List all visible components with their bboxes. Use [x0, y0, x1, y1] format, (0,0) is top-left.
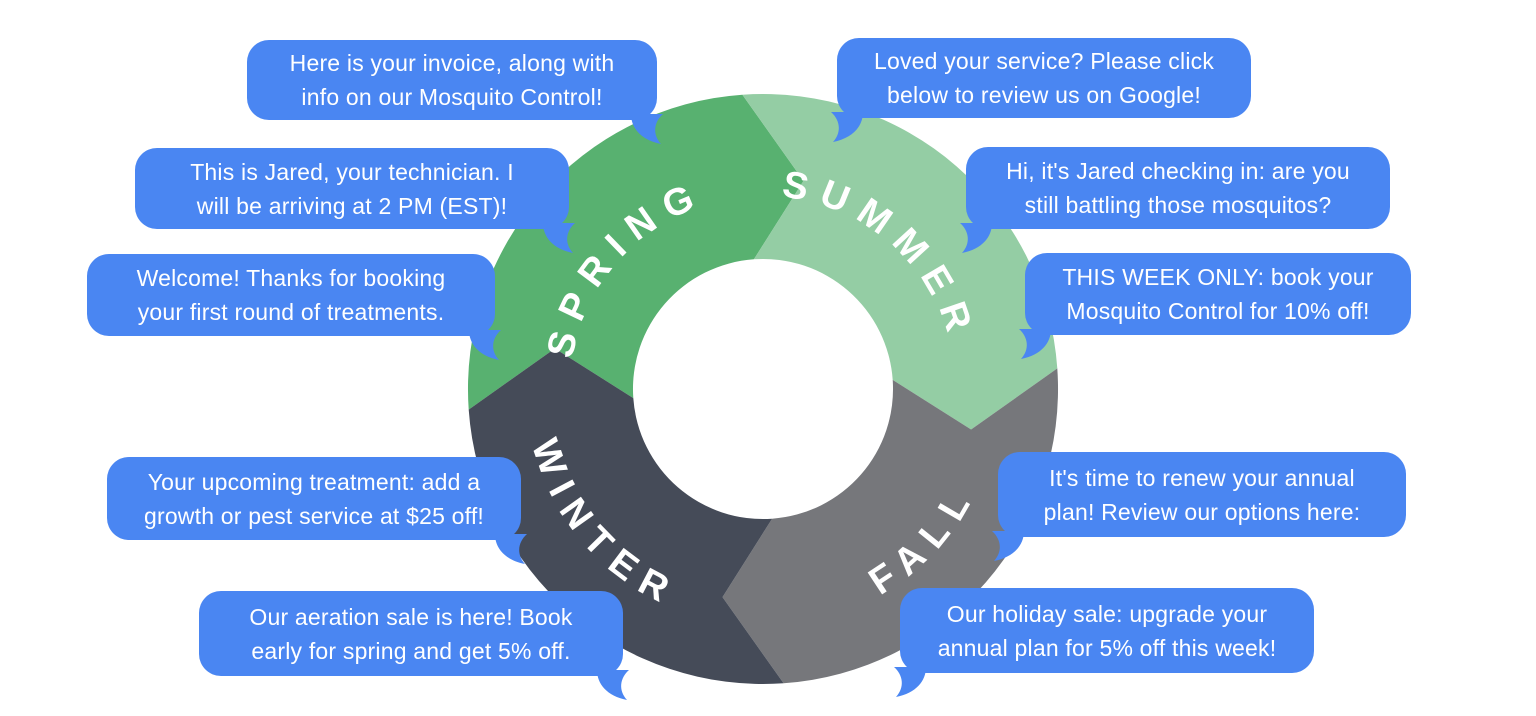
bubble-line: Hi, it's Jared checking in: are you — [1006, 158, 1350, 184]
bubble-line: still battling those mosquitos? — [1024, 192, 1332, 218]
bubble-line: Mosquito Control for 10% off! — [1066, 298, 1370, 324]
bubble-tail — [543, 223, 575, 253]
bubble-checkin: Hi, it's Jared checking in: are you stil… — [960, 147, 1390, 253]
segment-winter-arrow — [468, 348, 784, 685]
bubble-tail — [1019, 329, 1051, 359]
bubble-tail — [495, 534, 527, 564]
bubble-tail — [469, 330, 501, 360]
bubble-tail — [597, 670, 629, 700]
bubble-tail — [992, 531, 1024, 561]
bubble-line: Your upcoming treatment: add a — [147, 468, 481, 495]
bubble-line: info on our Mosquito Control! — [301, 84, 603, 110]
bubble-review-request: Loved your service? Please click below t… — [831, 38, 1251, 142]
bubble-tail — [960, 223, 992, 253]
bubble-technician-arrival: This is Jared, your technician. I will b… — [135, 148, 575, 253]
seasons-cycle-ring: SPRING SUMMER WINTER FALL — [467, 93, 1059, 685]
bubble-line: Our aeration sale is here! Book — [249, 603, 573, 630]
bubble-line: It's time to renew your annual — [1049, 464, 1355, 491]
bubble-line: Here is your invoice, along with — [289, 50, 615, 76]
bubble-line: annual plan for 5% off this week! — [937, 634, 1277, 661]
bubble-annual-renewal: It's time to renew your annual plan! Rev… — [992, 452, 1406, 561]
bubble-line: your first round of treatments. — [137, 299, 445, 325]
bubble-aeration-sale: Our aeration sale is here! Book early fo… — [199, 591, 629, 700]
segment-spring-arrow — [467, 94, 804, 410]
bubble-line: Loved your service? Please click — [873, 48, 1215, 74]
segment-fall-arrow — [722, 368, 1059, 684]
bubble-line: plan! Review our options here: — [1043, 498, 1361, 525]
bubble-line: This is Jared, your technician. I — [190, 158, 514, 185]
bubble-tail — [631, 114, 663, 144]
bubble-line: below to review us on Google! — [887, 82, 1201, 108]
bubble-tail — [894, 667, 926, 697]
bubble-line: Our holiday sale: upgrade your — [946, 600, 1268, 627]
bubble-tail — [831, 112, 863, 142]
bubble-welcome: Welcome! Thanks for booking your first r… — [87, 254, 501, 360]
bubble-line: will be arriving at 2 PM (EST)! — [196, 192, 508, 219]
bubble-invoice: Here is your invoice, along with info on… — [247, 40, 663, 144]
bubble-holiday-sale: Our holiday sale: upgrade your annual pl… — [894, 588, 1314, 697]
bubble-line: early for spring and get 5% off. — [251, 637, 571, 664]
bubble-line: Welcome! Thanks for booking — [136, 265, 446, 291]
bubble-line: growth or pest service at $25 off! — [143, 502, 485, 529]
bubble-week-only-offer: THIS WEEK ONLY: book your Mosquito Contr… — [1019, 253, 1411, 359]
segment-summer-arrow — [742, 93, 1058, 430]
bubble-line: THIS WEEK ONLY: book your — [1062, 264, 1374, 290]
bubble-upcoming-treatment: Your upcoming treatment: add a growth or… — [107, 457, 527, 564]
